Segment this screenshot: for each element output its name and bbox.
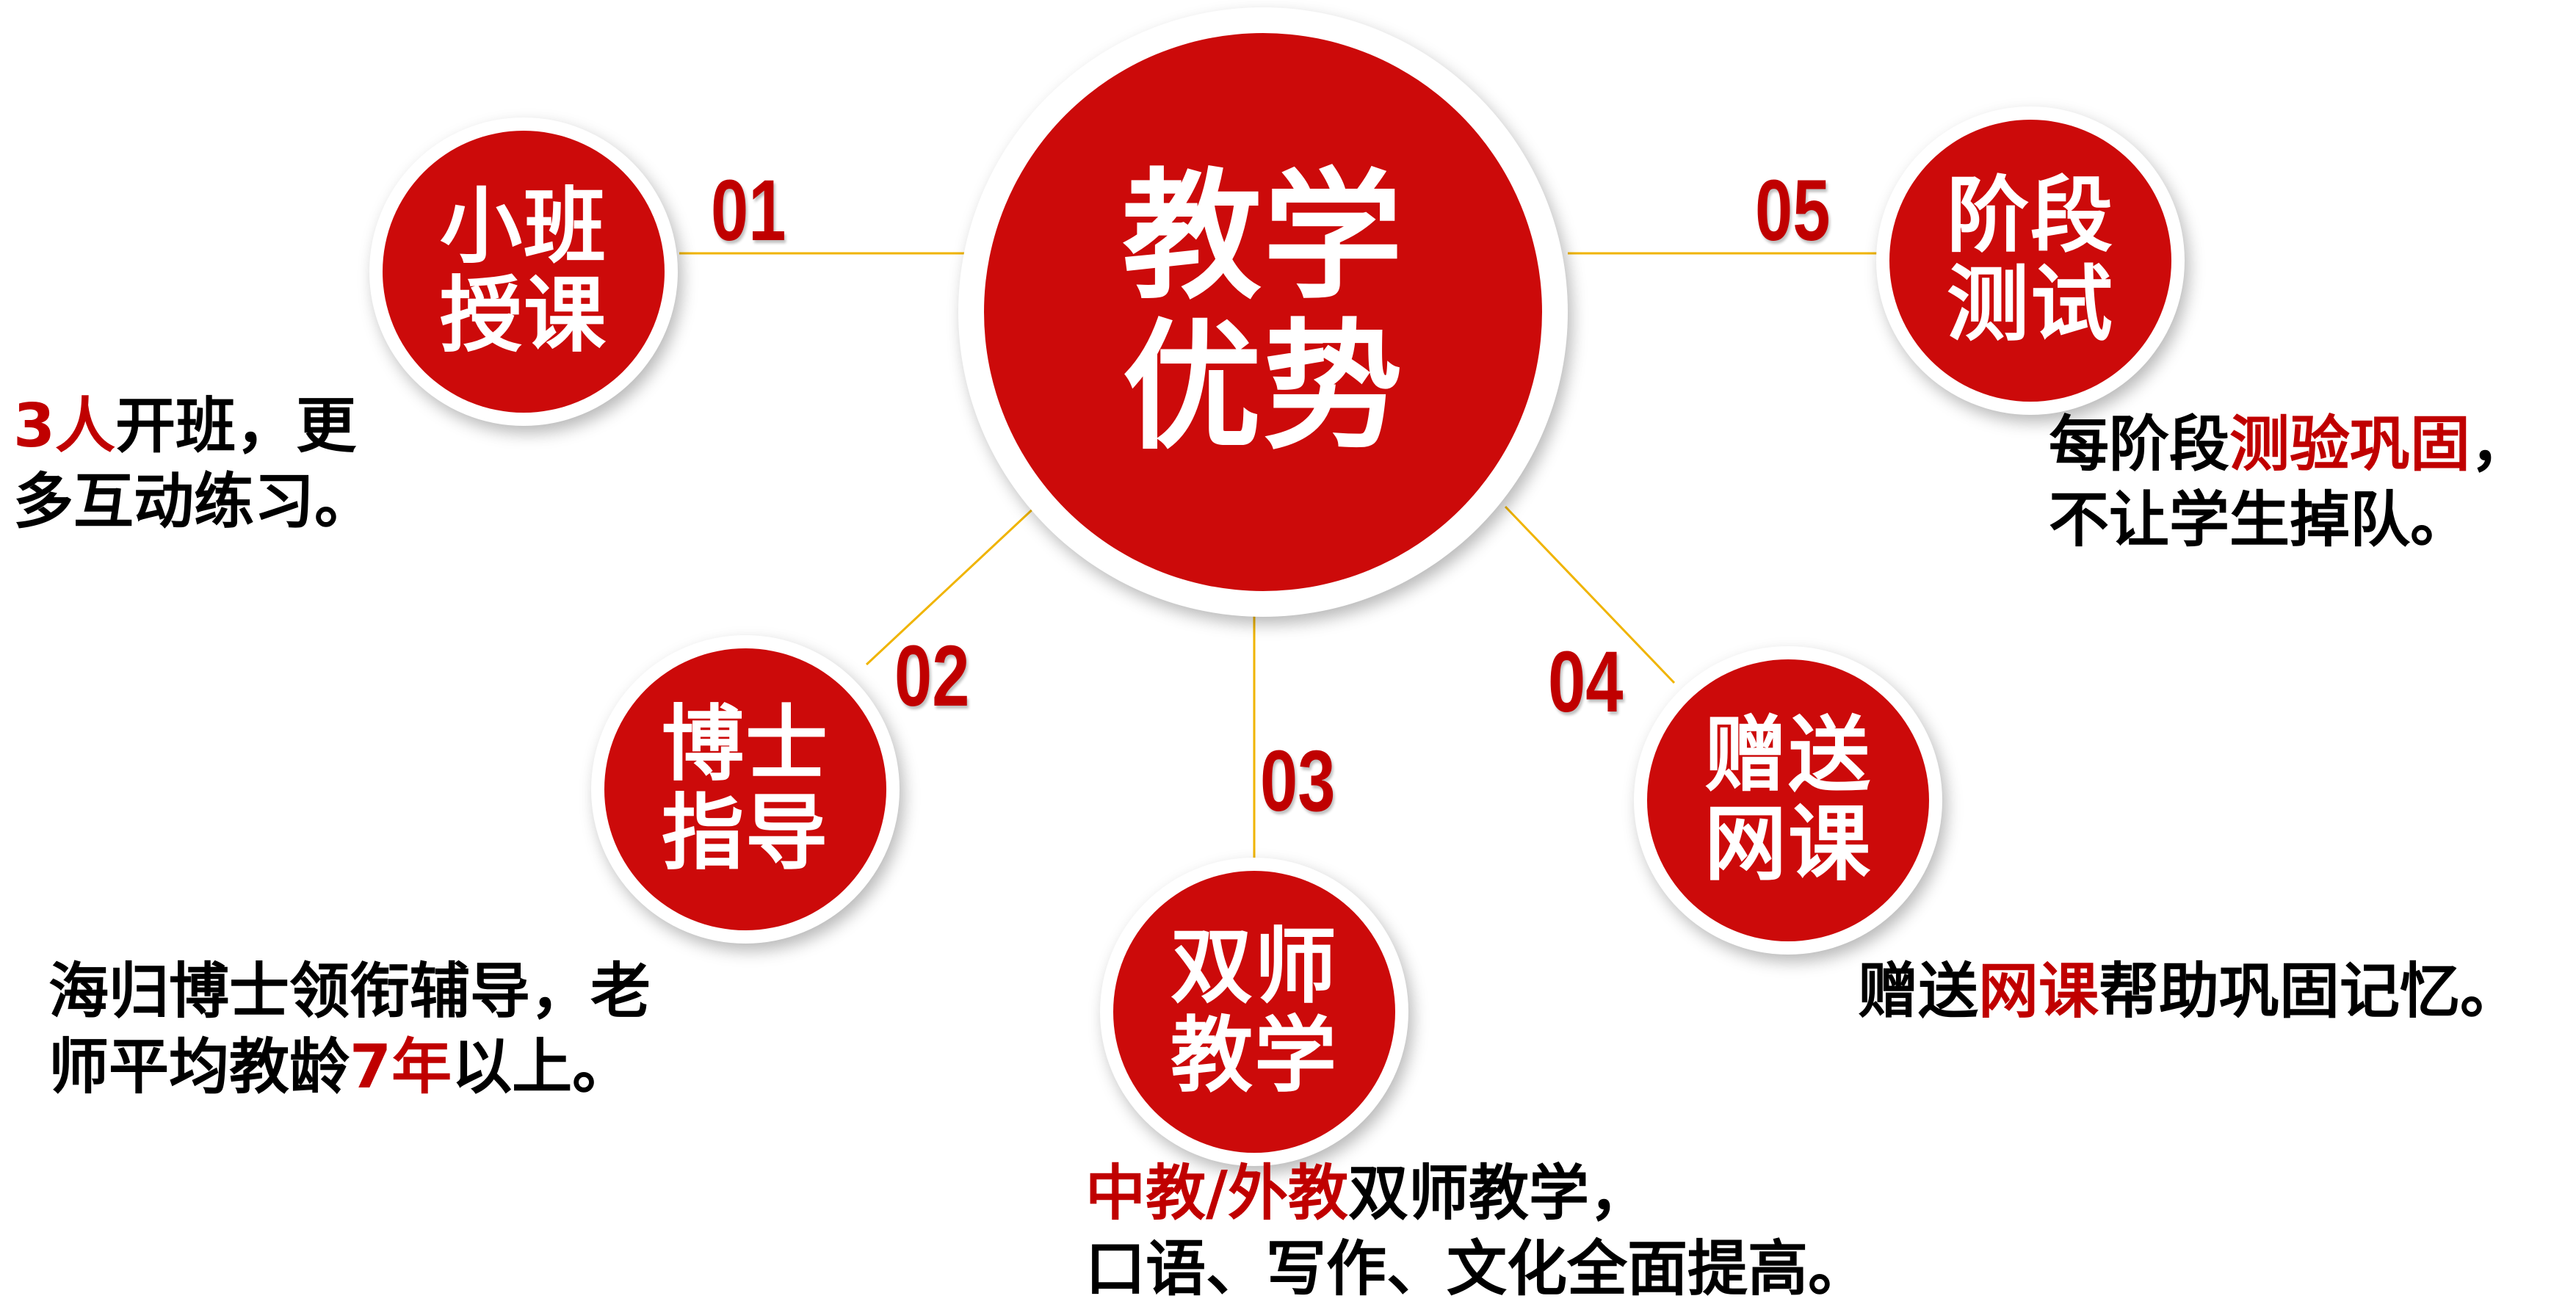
circle-label-line2: 教学 xyxy=(1171,1012,1338,1101)
circle-small-class: 小班 授课 xyxy=(369,117,678,426)
description-free-online-course: 赠送网课帮助巩固记忆。 xyxy=(1858,955,2520,1030)
center-title-line1: 教学 xyxy=(1122,162,1404,312)
center-circle: 教学 优势 xyxy=(958,7,1568,617)
circle-label-line1: 赠送 xyxy=(1704,712,1872,800)
circle-label-line2: 测试 xyxy=(1947,261,2114,350)
desc-text: 多互动练习。 xyxy=(13,465,375,540)
highlight-text: 网课 xyxy=(1978,957,2099,1027)
number-02: 02 xyxy=(894,633,969,720)
highlight-text: 中教/外教 xyxy=(1085,1159,1348,1228)
desc-text: ， xyxy=(2470,410,2530,479)
desc-text: 师平均教龄 xyxy=(48,1032,350,1102)
circle-free-online-course: 赠送 网课 xyxy=(1634,646,1942,955)
desc-text: 帮助巩固记忆。 xyxy=(2099,957,2520,1027)
center-title-line2: 优势 xyxy=(1122,312,1404,463)
number-01: 01 xyxy=(711,167,786,254)
desc-text: 以上。 xyxy=(452,1032,632,1102)
circle-label-line1: 小班 xyxy=(440,183,607,272)
circle-label-line2: 网课 xyxy=(1704,800,1872,889)
desc-text: 口语、写作、文化全面提高。 xyxy=(1085,1232,1868,1307)
highlight-text: 测验巩固 xyxy=(2229,410,2470,479)
circle-label-line1: 阶段 xyxy=(1947,172,2114,261)
desc-text: 赠送 xyxy=(1858,957,1978,1027)
circle-dual-teacher: 双师 教学 xyxy=(1100,858,1408,1166)
description-stage-test: 每阶段测验巩固， 不让学生掉队。 xyxy=(2049,408,2530,558)
description-dual-teacher: 中教/外教双师教学， 口语、写作、文化全面提高。 xyxy=(1085,1156,1868,1307)
description-phd-guidance: 海归博士领衔辅导，老 师平均教龄7年以上。 xyxy=(48,955,651,1105)
circle-stage-test: 阶段 测试 xyxy=(1876,106,2185,415)
number-04: 04 xyxy=(1548,639,1623,725)
desc-text: 每阶段 xyxy=(2049,410,2229,479)
desc-text: 不让学生掉队。 xyxy=(2049,483,2530,559)
highlight-text: 7年 xyxy=(350,1032,452,1102)
circle-label-line1: 双师 xyxy=(1171,923,1338,1012)
desc-text: 海归博士领衔辅导，老 xyxy=(48,955,651,1030)
circle-phd-guidance: 博士 指导 xyxy=(591,635,900,944)
circle-label-line1: 博士 xyxy=(662,700,829,789)
circle-label-line2: 授课 xyxy=(440,272,607,361)
circle-label-line2: 指导 xyxy=(662,789,829,878)
highlight-text: 3人 xyxy=(13,391,115,461)
number-03: 03 xyxy=(1260,738,1335,825)
desc-text: 双师教学， xyxy=(1348,1159,1649,1228)
desc-text: 开班，更 xyxy=(115,391,356,461)
number-05: 05 xyxy=(1755,167,1830,254)
description-small-class: 3人开班，更 多互动练习。 xyxy=(13,389,375,540)
